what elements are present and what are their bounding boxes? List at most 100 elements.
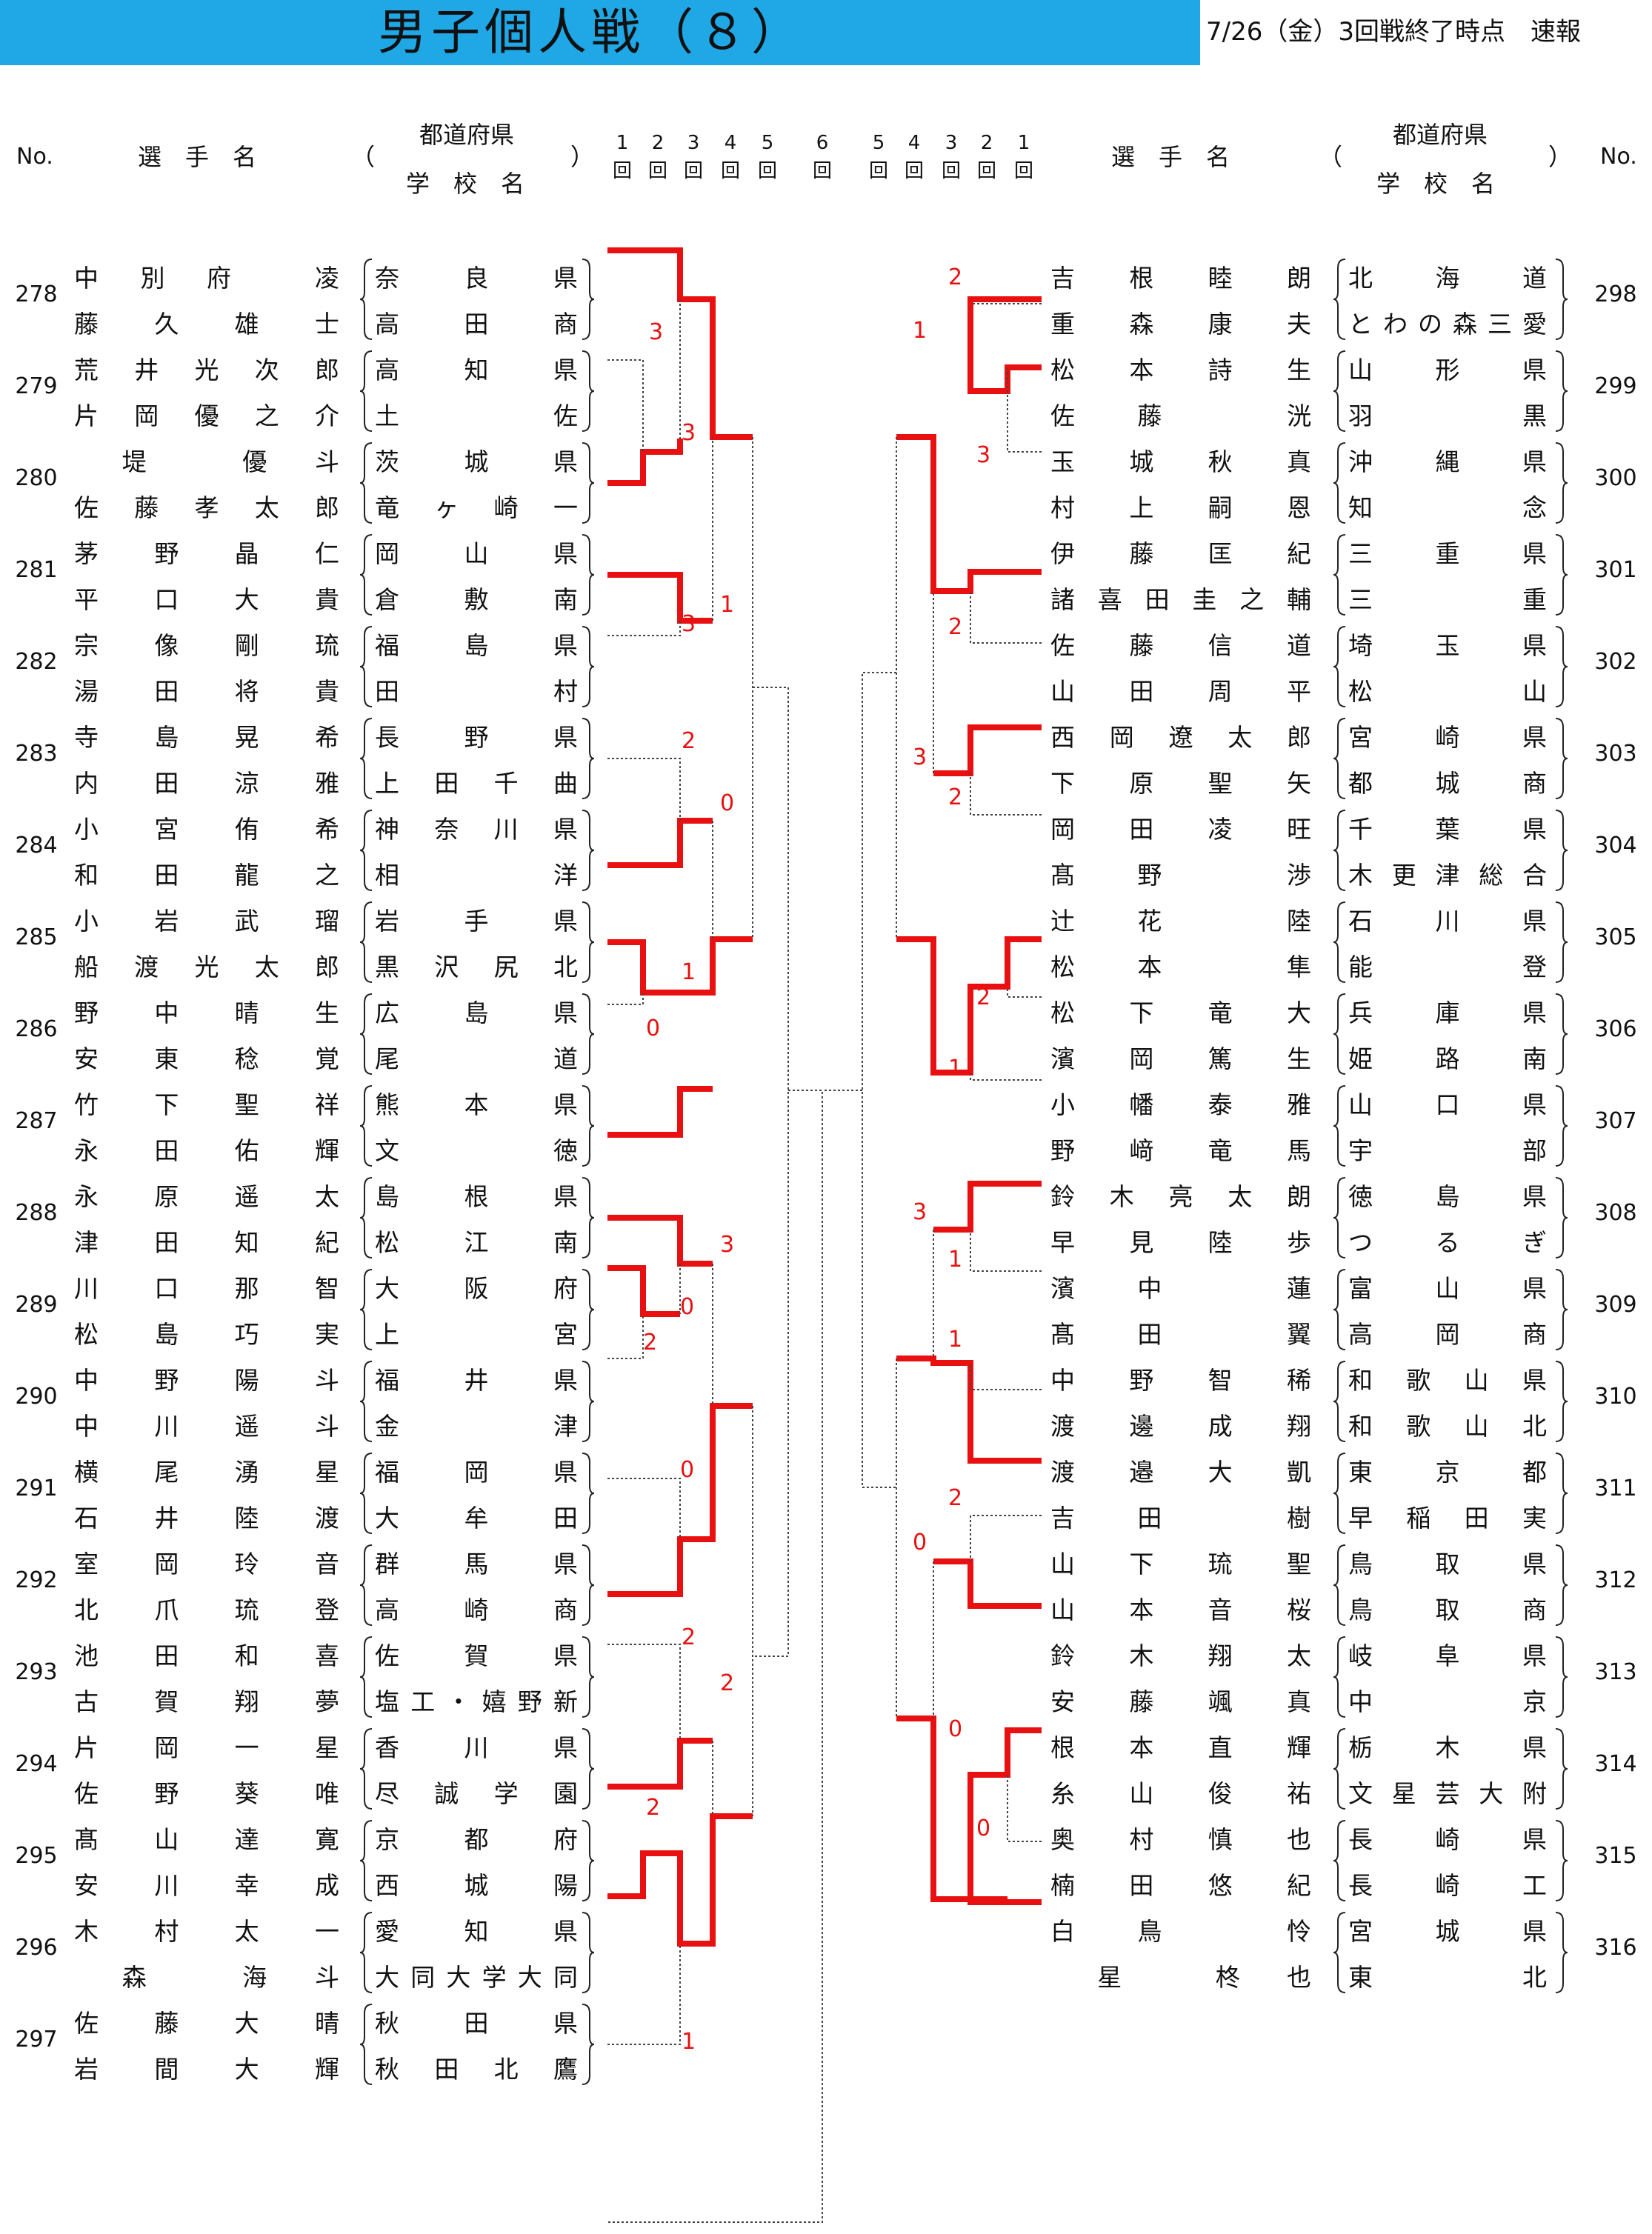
player-name-char: 中 — [74, 1366, 99, 1395]
prefecture-name: 長野県 — [375, 713, 578, 758]
school-name-char: 宇 — [1348, 1136, 1373, 1165]
school-name-char: 相 — [375, 861, 399, 890]
entry-number: 305 — [1594, 924, 1637, 950]
match-score: 1 — [682, 2029, 696, 2055]
prefecture-name: 三重県 — [1348, 529, 1547, 575]
brace-close — [1555, 259, 1568, 340]
player-name: 濱中蓮 — [1050, 1264, 1311, 1310]
school-name: 中京 — [1348, 1677, 1547, 1723]
school-name-char: 一 — [553, 493, 578, 522]
player-name-char: 村 — [1050, 493, 1075, 522]
player-name-char: 古 — [74, 1687, 99, 1716]
win-line-316 — [967, 1899, 1042, 1905]
player-name-char: 糸 — [1050, 1779, 1075, 1808]
school-name-char: 愛 — [1522, 310, 1547, 339]
player-name: 松本隼 — [1050, 942, 1311, 988]
prefecture-name-char: 高 — [375, 356, 399, 384]
player-name: 山下琉聖 — [1050, 1539, 1311, 1585]
school-name-char: 上 — [375, 769, 399, 798]
round-header-left-5-number: 5 — [761, 132, 774, 154]
prefecture-name-char: 県 — [1522, 631, 1547, 660]
prefecture-name-char: 川 — [464, 1733, 489, 1762]
prefecture-name-char: 重 — [1435, 539, 1460, 568]
player-name-char: 幡 — [1129, 1090, 1154, 1119]
player-name-char: 晴 — [234, 998, 259, 1027]
player-name-char: 渉 — [1286, 861, 1311, 890]
player-name-char: 佐 — [74, 1779, 99, 1808]
player-name-char: 優 — [242, 447, 267, 476]
match-score: 3 — [913, 744, 927, 770]
player-name-char: 楠 — [1050, 1871, 1075, 1900]
prefecture-name: 熊本県 — [375, 1080, 578, 1126]
school-name-char: 陽 — [553, 1871, 578, 1900]
player-name-char: 奥 — [1050, 1825, 1075, 1854]
school-name-char: 実 — [1522, 1504, 1547, 1533]
player-name-char: 晴 — [314, 2009, 339, 2038]
player-name-char: 岩 — [74, 2055, 99, 2084]
player-name-char: 歩 — [1286, 1228, 1311, 1257]
player-name-char: 希 — [314, 815, 339, 844]
player-name-char: 原 — [1129, 769, 1154, 798]
player-name-char: 知 — [234, 1228, 259, 1257]
player-name-char: 雅 — [314, 769, 339, 798]
player-name-char: 爪 — [154, 1596, 179, 1624]
prefecture-name-char: 取 — [1435, 1550, 1460, 1578]
prefecture-name-char: 良 — [464, 264, 489, 293]
player-name-char: 隼 — [1286, 953, 1311, 981]
player-name-char: 泰 — [1208, 1090, 1233, 1119]
player-name-char: 湯 — [74, 677, 99, 706]
player-name-char: 康 — [1208, 310, 1233, 339]
round-header-left-1-number: 1 — [616, 132, 629, 154]
player-name-char: 太 — [254, 953, 279, 981]
player-name-char: 祥 — [314, 1090, 339, 1119]
brace-close — [1555, 718, 1568, 799]
player-name-char: 稔 — [234, 1044, 259, 1073]
prefecture-name-char: 奈 — [375, 264, 399, 293]
player-name-char: 岡 — [1129, 1044, 1154, 1073]
player-name-char: 田 — [1129, 815, 1154, 844]
school-name-char: 附 — [1522, 1779, 1547, 1808]
prefecture-name-char: 馬 — [464, 1550, 489, 1578]
player-name: 根本直輝 — [1050, 1723, 1311, 1769]
prefecture-name-char: 県 — [553, 539, 578, 568]
school-name: 大牟田 — [375, 1493, 578, 1539]
prefecture-name: 埼玉県 — [1348, 621, 1547, 667]
player-name: 小幡泰雅 — [1050, 1080, 1311, 1126]
prefecture-name-char: 秋 — [375, 2009, 399, 2038]
player-name-char: 矢 — [1286, 769, 1311, 798]
player-name: 中野陽斗 — [74, 1356, 339, 1401]
school-name-char: 上 — [375, 1320, 399, 1349]
player-name-char: 侑 — [234, 815, 259, 844]
brace-open — [359, 810, 373, 891]
brace-open — [1333, 1361, 1346, 1442]
prefecture-name-char: 県 — [1522, 1917, 1547, 1946]
player-name-char: 聖 — [234, 1090, 259, 1119]
status-text: 7/26（金）3回戦終了時点 速報 — [1206, 17, 1581, 47]
player-name-char: 井 — [134, 356, 159, 384]
brace-close — [1555, 1177, 1568, 1258]
player-name: 松島巧実 — [74, 1310, 339, 1356]
prefecture-name-char: 群 — [375, 1550, 399, 1578]
player-name-char: 凌 — [315, 264, 339, 293]
player-name-char: 也 — [1287, 1963, 1311, 1992]
prefecture-name-char: 千 — [1348, 815, 1373, 844]
brace-close — [1555, 1728, 1568, 1810]
school-name-char: 道 — [553, 1044, 578, 1073]
player-name: 髙山達寛 — [74, 1815, 339, 1861]
player-name-char: 根 — [1050, 1733, 1075, 1762]
player-name-char: 太 — [314, 1182, 339, 1211]
entry-number: 285 — [15, 924, 58, 950]
player-name-char: 本 — [1137, 953, 1162, 981]
player-name-char: 達 — [234, 1825, 259, 1854]
prefecture-name-char: 京 — [1435, 1458, 1460, 1487]
school-name-char: 倉 — [375, 585, 399, 614]
brace-close — [582, 350, 595, 432]
player-name-char: 次 — [254, 356, 279, 384]
entry-number: 282 — [15, 649, 58, 675]
prefecture-name-char: 阪 — [464, 1274, 489, 1303]
player-name-char: 郎 — [1287, 723, 1311, 752]
player-name-char: 内 — [74, 769, 99, 798]
player-name-char: 晃 — [234, 723, 259, 752]
entry-number: 313 — [1594, 1659, 1637, 1685]
